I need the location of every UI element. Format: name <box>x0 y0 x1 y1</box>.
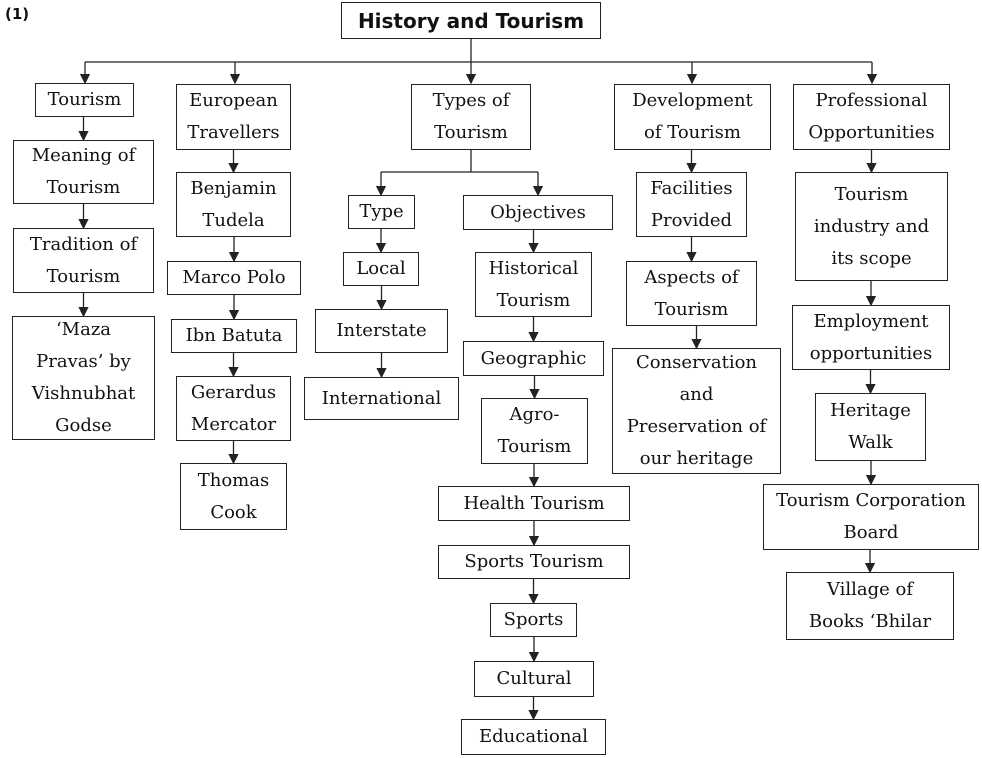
node-box: Thomas Cook <box>180 463 287 530</box>
node-box: Health Tourism <box>438 486 630 521</box>
node-box: Tourism Corporation Board <box>763 484 979 550</box>
node-box: Gerardus Mercator <box>176 376 291 441</box>
node-box: Tradition of Tourism <box>13 228 154 293</box>
node-box: Types of Tourism <box>411 84 531 150</box>
node-box: Sports Tourism <box>438 545 630 579</box>
node-box: European Travellers <box>176 84 291 150</box>
node-box: Facilities Provided <box>636 172 747 237</box>
node-box: Tourism industry and its scope <box>795 172 948 281</box>
node-box: Local <box>343 252 419 286</box>
node-box: Aspects of Tourism <box>626 261 757 326</box>
node-box: Employment opportunities <box>792 305 950 370</box>
node-box: Cultural <box>474 661 594 697</box>
node-box: Professional Opportunities <box>793 84 950 150</box>
node-box: Ibn Batuta <box>171 319 297 353</box>
node-box: Educational <box>461 719 606 755</box>
node-box: Conservation and Preservation of our her… <box>612 348 781 474</box>
node-box: Benjamin Tudela <box>176 172 291 237</box>
node-box: Marco Polo <box>167 261 301 295</box>
node-box: Type <box>348 195 415 229</box>
root-title-box: History and Tourism <box>341 2 601 39</box>
node-box: International <box>304 377 459 420</box>
node-box: Geographic <box>463 341 604 376</box>
node-box: Heritage Walk <box>815 393 926 461</box>
node-box: Sports <box>490 603 577 637</box>
node-box: ‘Maza Pravas’ by Vishnubhat Godse <box>12 316 155 440</box>
node-box: Development of Tourism <box>614 84 771 150</box>
node-box: Meaning of Tourism <box>13 140 154 204</box>
node-box: Tourism <box>35 83 134 117</box>
node-box: Historical Tourism <box>475 252 592 317</box>
node-box: Agro- Tourism <box>481 398 588 464</box>
node-box: Village of Books ‘Bhilar <box>786 572 954 640</box>
node-box: Objectives <box>463 195 613 230</box>
figure-label: (1) <box>5 5 30 23</box>
node-box: Interstate <box>315 309 448 353</box>
